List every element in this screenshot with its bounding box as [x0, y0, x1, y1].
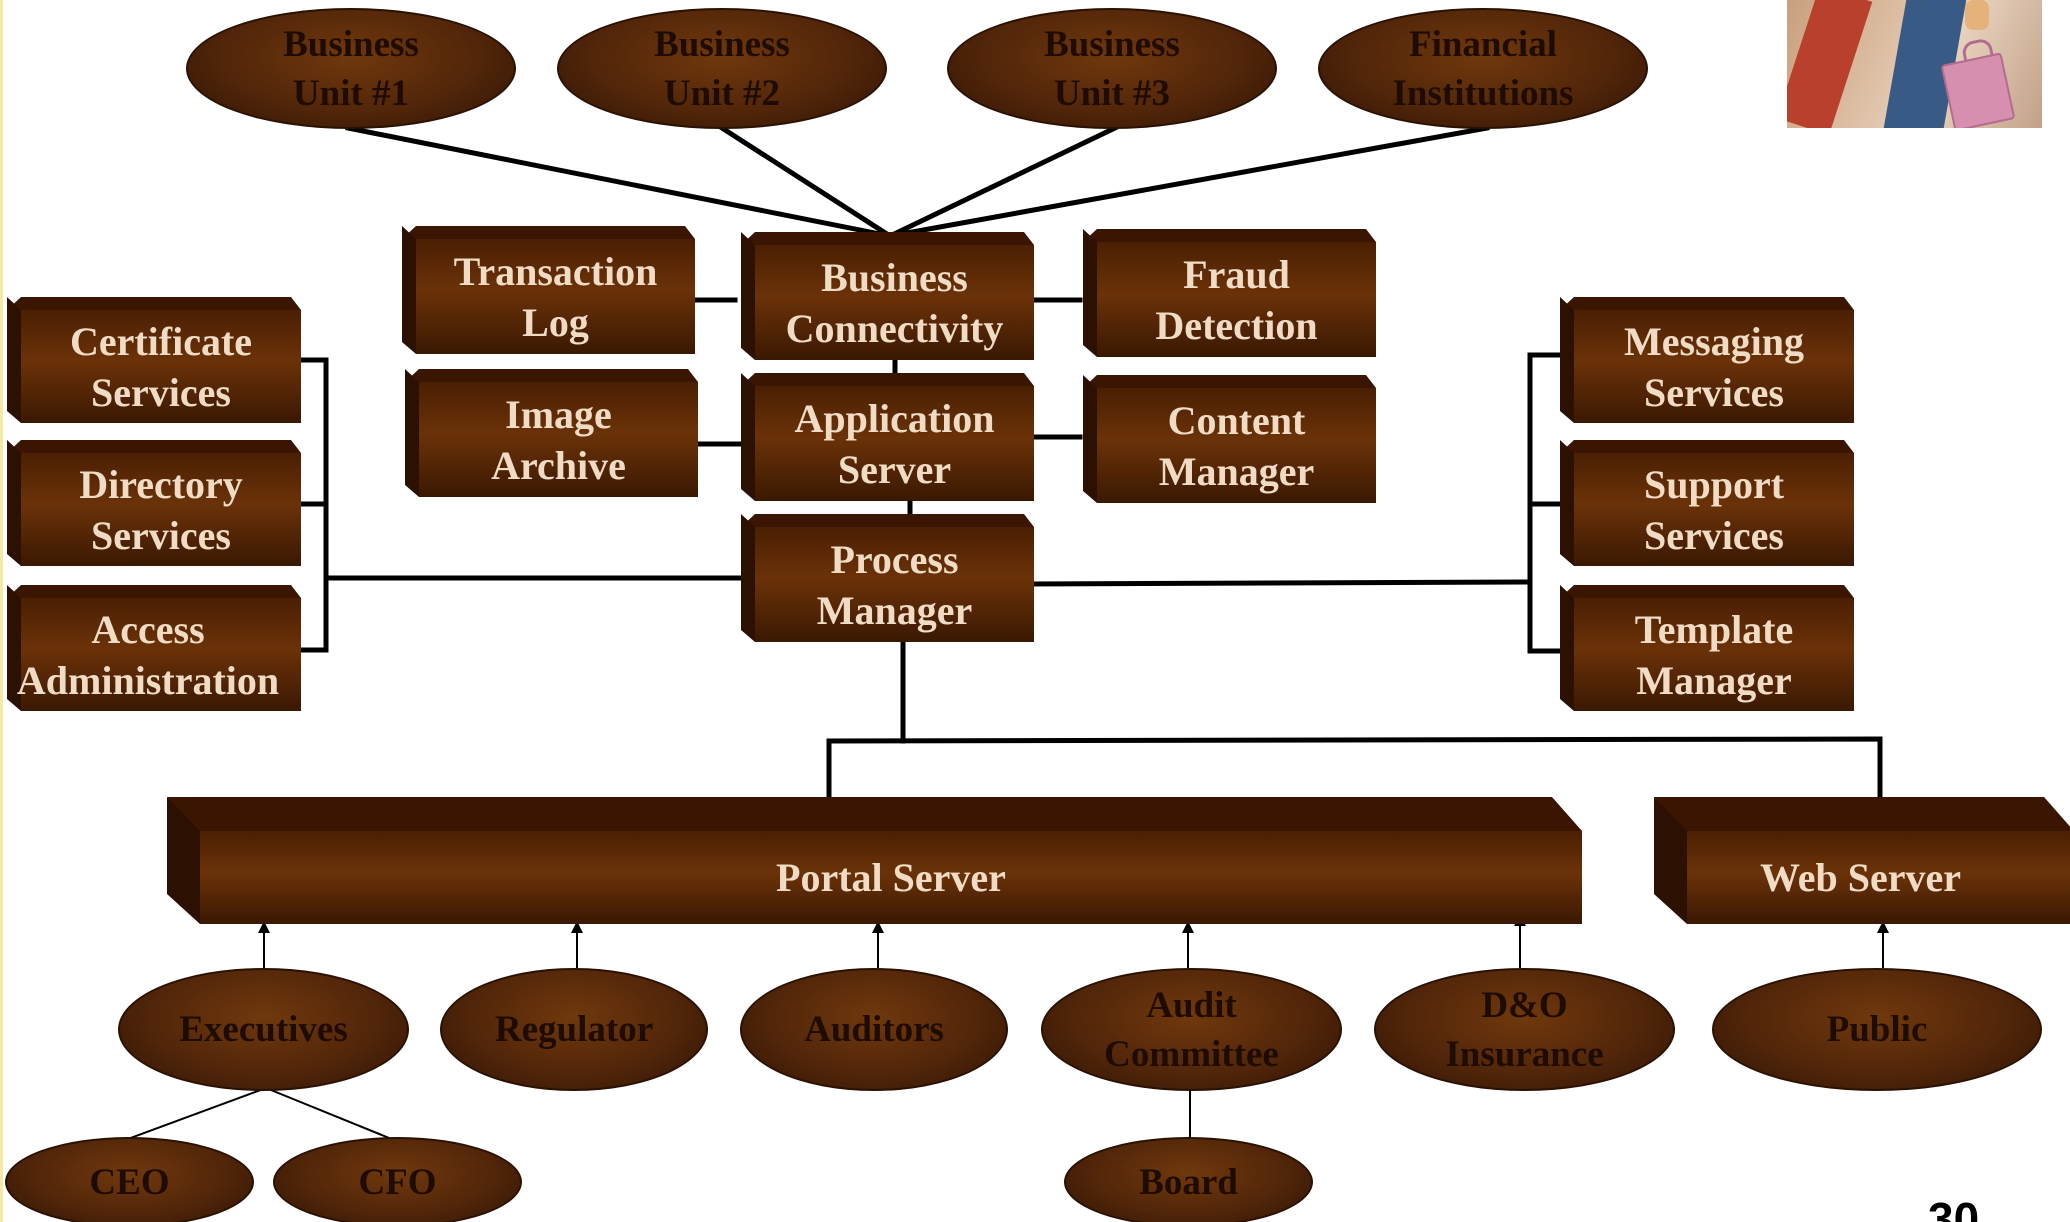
- shopper-photo-icon: [1787, 0, 2042, 128]
- node-financial-institutions: Financial Institutions: [1318, 8, 1648, 129]
- node-certificate-services: Certificate Services: [7, 297, 301, 423]
- arrowhead-audcomm: [1182, 921, 1194, 933]
- node-board: Board: [1064, 1137, 1313, 1222]
- node-label: Fraud Detection: [1155, 251, 1318, 348]
- connector-bu1: [345, 125, 893, 239]
- node-business-unit-1: Business Unit #1: [186, 8, 516, 129]
- node-application-server: Application Server: [741, 373, 1034, 501]
- node-business-connectivity: Business Connectivity: [741, 232, 1034, 360]
- node-label: CEO: [89, 1161, 170, 1203]
- slide-edge: [0, 0, 3, 1222]
- node-public: Public: [1712, 968, 2042, 1091]
- node-cfo: CFO: [273, 1137, 522, 1222]
- connector-bu2: [718, 124, 894, 240]
- node-process-manager: Process Manager: [741, 514, 1034, 642]
- node-label: Portal Server: [776, 855, 1006, 900]
- node-auditors: Auditors: [740, 968, 1008, 1091]
- node-label: Business Unit #1: [283, 23, 419, 114]
- node-transaction-log: Transaction Log: [402, 226, 695, 354]
- node-executives: Executives: [118, 968, 409, 1091]
- node-directory-services: Directory Services: [7, 440, 301, 566]
- connector-exec-ceo: [124, 1087, 267, 1141]
- page-number-text: 30: [1928, 1196, 1980, 1222]
- node-template-manager: Template Manager: [1560, 585, 1854, 711]
- node-label: Content Manager: [1158, 397, 1315, 494]
- node-label: Certificate Services: [69, 318, 253, 415]
- node-label: Financial Institutions: [1392, 23, 1574, 114]
- node-label: Business Unit #3: [1044, 23, 1180, 114]
- node-web-server: Web Server: [1654, 797, 2070, 924]
- connector-servers-bus: [826, 736, 1883, 804]
- node-label: Public: [1826, 1009, 1928, 1050]
- node-dno-insurance: D&O Insurance: [1374, 968, 1675, 1091]
- node-support-services: Support Services: [1560, 440, 1854, 566]
- node-business-unit-2: Business Unit #2: [557, 8, 887, 129]
- arrowhead-reg: [571, 921, 583, 933]
- node-label: D&O Insurance: [1445, 984, 1604, 1075]
- node-label: Directory Services: [79, 461, 243, 558]
- node-label: Transaction Log: [453, 248, 658, 345]
- node-label: Audit Committee: [1104, 984, 1279, 1075]
- node-content-manager: Content Manager: [1083, 375, 1376, 503]
- node-image-archive: Image Archive: [405, 369, 698, 497]
- connector-exec-cfo: [265, 1087, 395, 1141]
- node-label: Executives: [179, 1009, 348, 1050]
- node-label: Messaging Services: [1624, 318, 1804, 415]
- node-label: Regulator: [494, 1009, 654, 1050]
- connector-bu3: [886, 124, 1119, 240]
- node-label: Web Server: [1759, 855, 1962, 900]
- page-number: 30: [1928, 1196, 2028, 1222]
- node-label: CFO: [358, 1161, 437, 1203]
- node-label: Support Services: [1643, 461, 1785, 558]
- node-regulator: Regulator: [440, 968, 708, 1091]
- node-label: Business Connectivity: [785, 254, 1004, 351]
- arrowhead-public: [1877, 921, 1889, 933]
- arrowhead-exec: [258, 921, 270, 933]
- node-access-administration: Access Administration: [7, 585, 301, 711]
- node-label: Image Archive: [491, 391, 626, 488]
- node-label: Template Manager: [1634, 606, 1794, 703]
- node-label: Process Manager: [816, 536, 973, 633]
- node-portal-server: Portal Server: [167, 797, 1582, 924]
- node-messaging-services: Messaging Services: [1560, 297, 1854, 423]
- node-business-unit-3: Business Unit #3: [947, 8, 1277, 129]
- node-label: Auditors: [804, 1009, 944, 1050]
- node-label: Application Server: [794, 395, 995, 492]
- node-ceo: CEO: [5, 1137, 254, 1222]
- node-label: Business Unit #2: [654, 23, 790, 114]
- arrowhead-aud: [872, 921, 884, 933]
- node-audit-committee: Audit Committee: [1041, 968, 1342, 1091]
- connector-pm-right: [1027, 579, 1529, 587]
- node-label: Board: [1139, 1161, 1238, 1203]
- node-fraud-detection: Fraud Detection: [1083, 229, 1376, 357]
- connector-fi: [887, 125, 1490, 239]
- node-label: Access Administration: [16, 606, 280, 703]
